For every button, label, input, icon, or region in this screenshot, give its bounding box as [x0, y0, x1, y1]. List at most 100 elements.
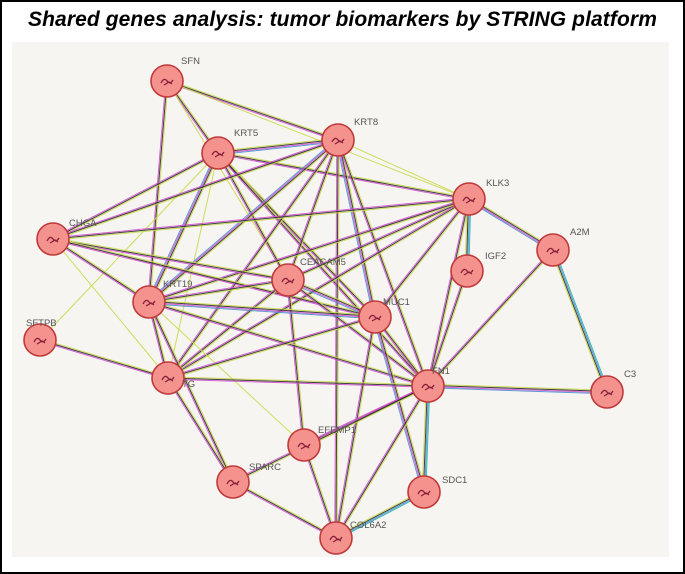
- edge-strand: [287, 279, 305, 446]
- edge-IGF2-FN1: [426, 270, 469, 387]
- node-sftpb[interactable]: SFTPB: [23, 318, 57, 357]
- edge-strand: [168, 199, 470, 380]
- protein-structure-icon: [331, 137, 345, 145]
- protein-structure-icon: [368, 314, 382, 322]
- edge-strand: [335, 140, 374, 318]
- edge-TG-SPARC: [166, 377, 235, 483]
- edge-strand: [334, 316, 375, 538]
- edge-A2M-FN1: [426, 248, 555, 388]
- edge-strand: [167, 79, 339, 140]
- node-col6a2[interactable]: COL6A2: [319, 520, 386, 555]
- edge-strand: [288, 279, 306, 445]
- edge-MUC1-TG: [167, 315, 376, 380]
- node-efemp1[interactable]: EFEMP1: [287, 425, 356, 462]
- edge-strand: [287, 139, 339, 281]
- edge-strand: [52, 238, 150, 303]
- node-krt5[interactable]: KRT5: [201, 128, 258, 170]
- edge-strand: [148, 302, 428, 388]
- edge-MUC1-SDC1: [372, 316, 427, 493]
- node-label: KRT5: [234, 128, 258, 139]
- edge-strand: [334, 139, 338, 538]
- edge-strand: [148, 301, 234, 483]
- node-tg[interactable]: TG: [151, 361, 195, 395]
- node-chga[interactable]: CHGA: [36, 218, 97, 256]
- edge-strand: [428, 383, 608, 391]
- edge-strand: [168, 377, 235, 482]
- edge-strand: [167, 378, 428, 388]
- node-c3[interactable]: C3: [590, 369, 636, 409]
- edge-strand: [335, 385, 429, 539]
- edge-strand: [149, 81, 169, 303]
- node-igf2[interactable]: IGF2: [450, 251, 506, 288]
- edge-CEACAM5-KRT19: [148, 278, 289, 304]
- edge-strand: [217, 153, 469, 201]
- edge-KRT5-SFTPB: [39, 152, 219, 341]
- edge-strand: [218, 151, 377, 317]
- node-sdc1[interactable]: SDC1: [407, 475, 467, 509]
- node-label: SPARC: [249, 462, 281, 473]
- edge-strand: [53, 237, 289, 280]
- edge-KRT5-FN1: [216, 151, 430, 388]
- node-klk3[interactable]: KLK3: [452, 178, 509, 216]
- edge-KLK3-FN1: [426, 198, 471, 387]
- node-label: EFEMP1: [318, 425, 356, 436]
- edge-strand: [167, 279, 289, 379]
- edge-KRT8-FN1: [336, 139, 430, 387]
- node-label: COL6A2: [350, 520, 386, 531]
- edge-strand: [168, 280, 290, 380]
- edge-KRT8-COL6A2: [334, 139, 340, 539]
- node-ceacam5[interactable]: CEACAM5: [271, 257, 346, 297]
- edge-strand: [287, 198, 470, 281]
- edge-strand: [52, 138, 338, 239]
- edge-strand: [167, 315, 375, 378]
- node-a2m[interactable]: A2M: [536, 227, 590, 267]
- node-label: CEACAM5: [300, 257, 346, 268]
- edge-strand: [550, 250, 606, 393]
- node-muc1[interactable]: MUC1: [358, 297, 410, 334]
- edge-strand: [52, 151, 218, 239]
- edge-strand: [422, 385, 428, 492]
- edge-KRT19-SPARC: [147, 301, 235, 483]
- node-fn1[interactable]: FN1: [411, 366, 450, 403]
- edge-strand: [551, 250, 607, 393]
- edge-strand: [167, 197, 469, 378]
- edge-strand: [233, 386, 429, 484]
- edge-CEACAM5-FN1: [286, 278, 430, 388]
- node-sfn[interactable]: SFN: [150, 56, 200, 98]
- node-label: IGF2: [485, 251, 506, 262]
- edge-strand: [232, 481, 337, 539]
- edge-strand: [233, 480, 337, 538]
- node-label: KRT8: [354, 117, 378, 128]
- edge-strand: [428, 384, 608, 392]
- edge-strand: [52, 239, 149, 304]
- edge-KLK3-CHGA: [52, 197, 470, 241]
- edge-strand: [148, 80, 168, 303]
- edge-strand: [167, 377, 429, 387]
- node-krt19[interactable]: KRT19: [132, 279, 192, 319]
- edge-strand: [218, 141, 339, 156]
- edge-FN1-SPARC: [232, 384, 429, 484]
- edge-strand: [286, 280, 428, 388]
- edge-KRT5-KRT8: [217, 137, 339, 156]
- edge-strand: [52, 198, 470, 240]
- protein-structure-icon: [226, 479, 240, 487]
- edge-strand: [337, 139, 429, 387]
- edge-strand: [336, 317, 377, 539]
- node-label: TG: [182, 379, 195, 390]
- node-krt8[interactable]: KRT8: [321, 117, 378, 157]
- edge-KLK3-KRT19: [148, 197, 470, 304]
- node-sparc[interactable]: SPARC: [216, 462, 281, 499]
- edge-SFN-KRT19: [147, 80, 169, 303]
- node-label: C3: [624, 369, 636, 380]
- edge-strand: [149, 299, 376, 316]
- edge-strand: [286, 280, 304, 446]
- edge-strand: [336, 140, 428, 387]
- edge-strand: [232, 385, 429, 483]
- edge-strand: [335, 139, 339, 539]
- edge-strand: [336, 140, 340, 539]
- edge-strand: [53, 153, 219, 241]
- node-label: SDC1: [442, 475, 467, 486]
- edge-strand: [373, 317, 424, 493]
- edge-strand: [147, 80, 167, 302]
